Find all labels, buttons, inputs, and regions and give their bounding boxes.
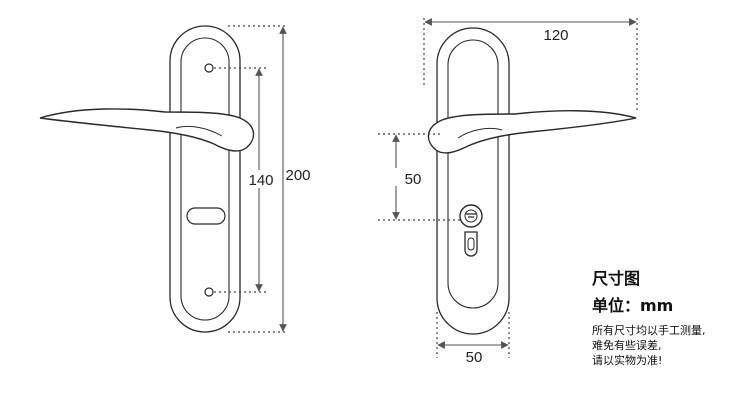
legend-note-line-2: 难免有些误差,	[592, 339, 662, 352]
left-lever-rose-line	[175, 125, 223, 137]
right-lever-handle	[427, 110, 637, 154]
legend-block: 尺寸图 单位：mm 所有尺寸均以手工测量, 难免有些误差, 请以实物为准!	[592, 268, 748, 368]
left-handle-view: 140 200	[39, 25, 316, 333]
dim-label-top-width: 120	[543, 27, 568, 44]
dim-label-plate-height: 200	[285, 167, 310, 184]
left-backplate-inner	[180, 37, 230, 321]
lock-cylinder-core	[464, 209, 478, 223]
left-top-screw-hole	[204, 63, 214, 73]
legend-note-line-1: 所有尺寸均以手工测量,	[592, 324, 706, 337]
left-lever-handle	[39, 108, 255, 152]
left-latch-slot	[186, 207, 226, 225]
legend-title: 尺寸图	[592, 269, 641, 288]
right-backplate-inner	[447, 39, 499, 309]
left-bottom-screw-hole	[204, 287, 214, 297]
legend-unit: 单位：mm	[592, 296, 674, 315]
right-handle-view: 120 50 50	[378, 18, 638, 366]
dim-label-bottom-width: 50	[466, 349, 483, 366]
dim-label-handle-to-lock: 50	[405, 171, 422, 188]
lock-keyhole	[466, 213, 476, 218]
right-lever-rose-line	[457, 127, 503, 139]
dim-label-hole-spacing: 140	[248, 172, 273, 189]
legend-note-line-3: 请以实物为准!	[592, 354, 663, 367]
